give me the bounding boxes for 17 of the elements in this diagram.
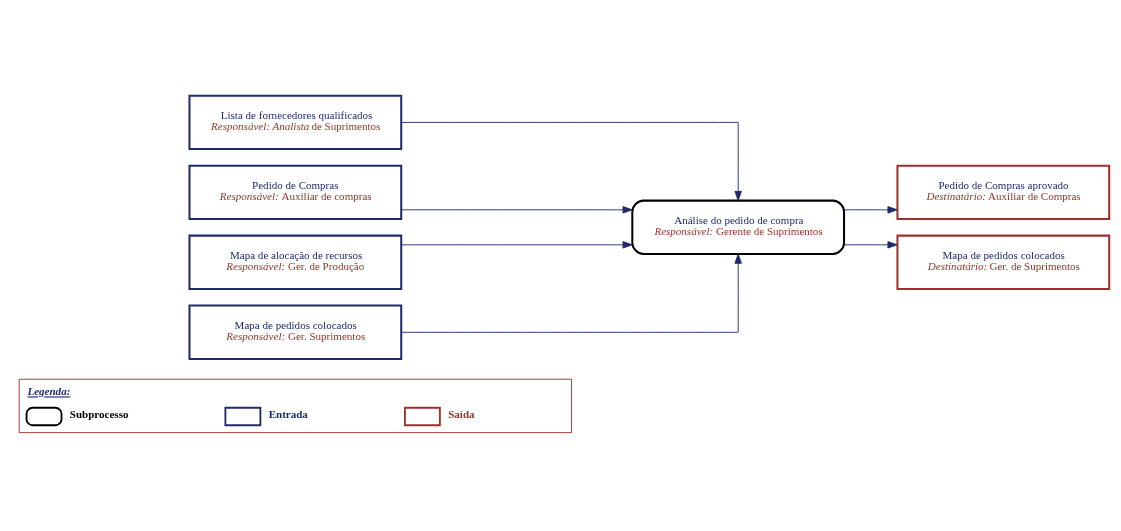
arrow xyxy=(400,253,742,333)
legend-label: Saída xyxy=(448,407,475,420)
node-box: Mapa de pedidos colocados Destinatário: Ger. de Suprimentos xyxy=(896,234,1111,290)
arrow xyxy=(400,205,633,213)
arrow xyxy=(843,240,898,248)
node-box: Análise do pedido de compra Responsável: Gerente de Suprimentos xyxy=(631,199,846,255)
node-box: Pedido de Compras aprovado Destinatário: Auxiliar de Compras xyxy=(896,164,1111,220)
node-box: Mapa de pedidos colocados Responsável: Ger. Suprimentos xyxy=(188,304,403,360)
node-box: Pedido de Compras Responsável: Auxiliar de compras xyxy=(188,164,403,220)
node-box: Mapa de alocação de recursos Responsável: Ger. de Produção xyxy=(188,234,403,290)
label: Legenda: xyxy=(27,384,71,397)
arrow xyxy=(400,240,633,248)
legend-label: Entrada xyxy=(268,407,308,420)
legend-label: Subprocesso xyxy=(69,407,129,420)
arrow xyxy=(843,205,898,213)
arrow xyxy=(400,121,742,201)
node-box: Lista de fornecedores qualificados Responsável: Analista de Suprimentos xyxy=(188,94,403,150)
